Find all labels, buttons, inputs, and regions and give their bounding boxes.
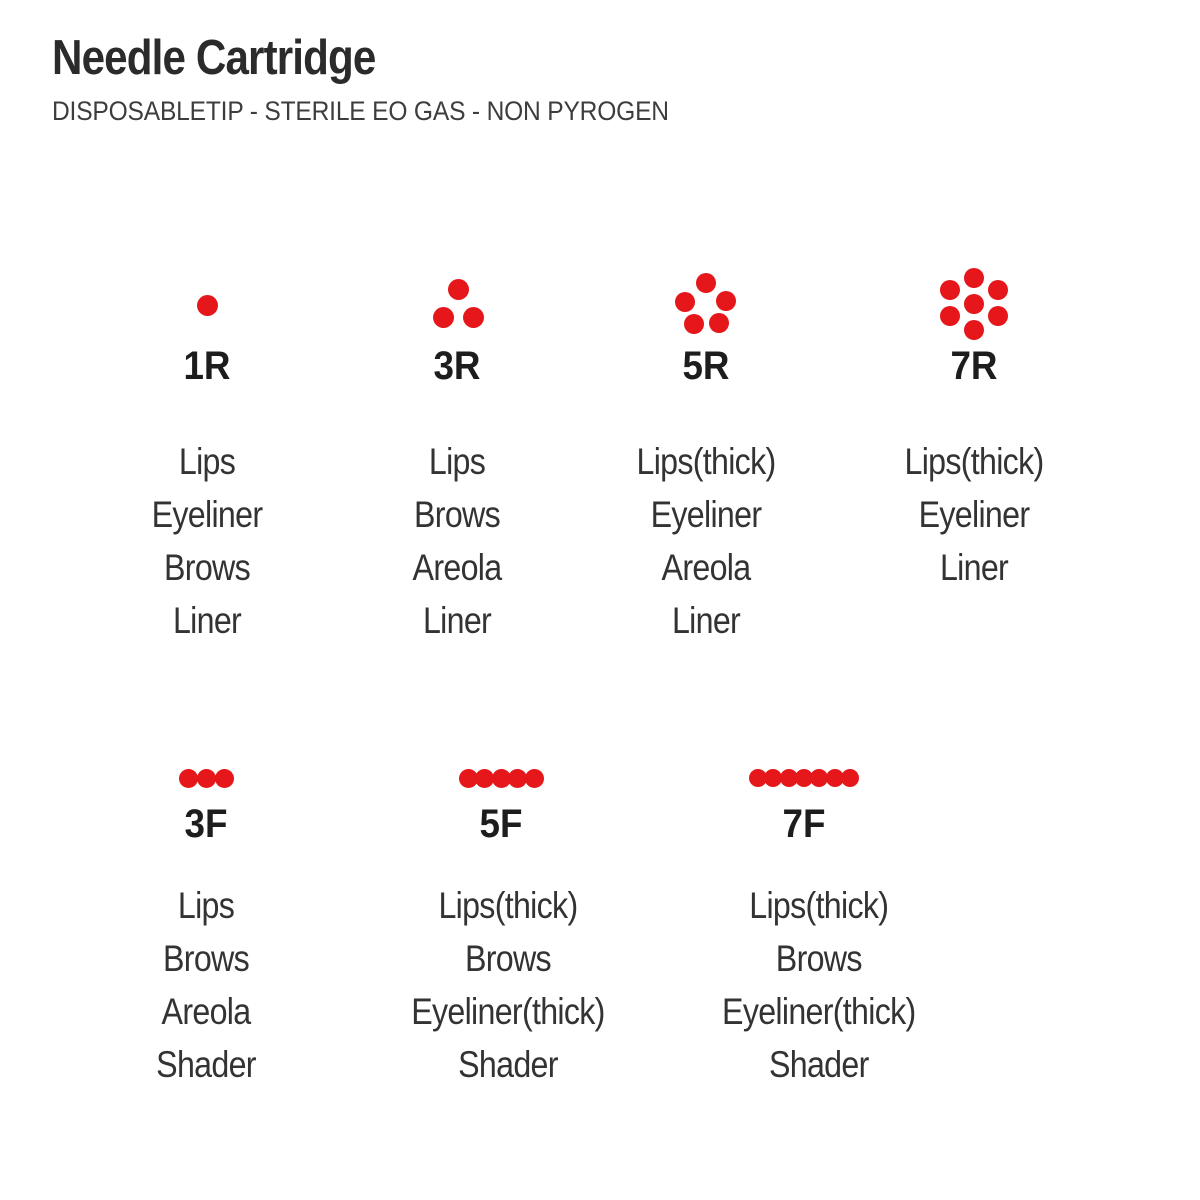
needle-dot (716, 291, 736, 311)
page-subtitle: DISPOSABLETIP - STERILE EO GAS - NON PYR… (52, 96, 669, 126)
use-item: Liner (671, 600, 741, 641)
needle-dot (709, 313, 729, 333)
needle-dot (988, 306, 1008, 326)
needle-dot (841, 769, 859, 787)
needle-dot (524, 768, 544, 788)
needle-dot (795, 769, 813, 787)
use-item: Lips (428, 441, 486, 482)
needle-pattern-5f (341, 753, 661, 803)
needle-dot (675, 292, 695, 312)
cartridge-size-label: 3R (433, 344, 481, 388)
needle-pattern-1r (47, 265, 367, 345)
use-item: Eyeliner (151, 494, 263, 535)
needle-dot (196, 294, 218, 316)
needle-pattern-5r (546, 265, 866, 345)
needle-dot (508, 768, 527, 788)
needle-pattern-7f (644, 753, 964, 803)
needle-dot (214, 768, 234, 788)
needle-pattern-3f (46, 753, 366, 803)
cartridge-size-label: 5F (479, 802, 523, 846)
page-title: Needle Cartridge (52, 31, 376, 85)
needle-dot (764, 769, 783, 787)
needle-dot (810, 769, 829, 787)
use-item: Areola (661, 547, 752, 588)
needle-dot (779, 769, 798, 787)
needle-dot (825, 769, 844, 787)
use-item: Liner (939, 547, 1009, 588)
use-item: Lips(thick) (904, 441, 1044, 482)
page-header: Needle Cartridge DISPOSABLETIP - STERILE… (52, 30, 730, 127)
use-item: Lips(thick) (438, 885, 578, 926)
needle-dot (749, 769, 767, 787)
use-item: Brows (164, 547, 251, 588)
needle-dot (988, 280, 1008, 300)
needle-dot (491, 768, 511, 788)
use-item: Eyeliner(thick) (411, 991, 605, 1032)
needle-dot (447, 278, 469, 300)
needle-dot (964, 294, 984, 314)
use-item: Eyeliner (650, 494, 762, 535)
needle-dot (475, 768, 494, 788)
use-item: Brows (464, 938, 552, 979)
needle-dot (462, 306, 484, 328)
cartridge-size-label: 1R (183, 344, 231, 388)
needle-dot (696, 273, 716, 293)
cartridge-size-label: 5R (682, 344, 730, 388)
needle-dot (684, 314, 704, 334)
needle-pattern-3r (297, 265, 617, 345)
use-item: Shader (458, 1044, 558, 1085)
use-item: Lips(thick) (749, 885, 889, 926)
cartridge-size-label: 7R (950, 344, 998, 388)
use-item: Liner (422, 600, 492, 641)
cartridge-size-label: 3F (184, 802, 228, 846)
use-item: Liner (172, 600, 242, 641)
needle-dot (178, 768, 198, 788)
use-item: Eyeliner(thick) (722, 991, 916, 1032)
needle-dot (940, 280, 960, 300)
needle-dot (196, 768, 216, 788)
use-item: Lips(thick) (636, 441, 776, 482)
use-item: Lips (178, 441, 236, 482)
needle-pattern-7r (814, 265, 1134, 345)
cartridge-size-label: 7F (782, 802, 826, 846)
needle-dot (964, 320, 984, 340)
use-item: Brows (414, 494, 501, 535)
use-item: Areola (412, 547, 503, 588)
needle-dot (458, 768, 478, 788)
use-item: Lips (177, 885, 235, 926)
use-item: Eyeliner (918, 494, 1030, 535)
use-item: Areola (161, 991, 252, 1032)
needle-dot (940, 306, 960, 326)
use-item: Shader (768, 1044, 869, 1085)
use-item: Brows (163, 938, 250, 979)
use-item: Shader (156, 1044, 256, 1085)
needle-dot (432, 306, 454, 328)
needle-dot (964, 268, 984, 288)
use-item: Brows (775, 938, 863, 979)
